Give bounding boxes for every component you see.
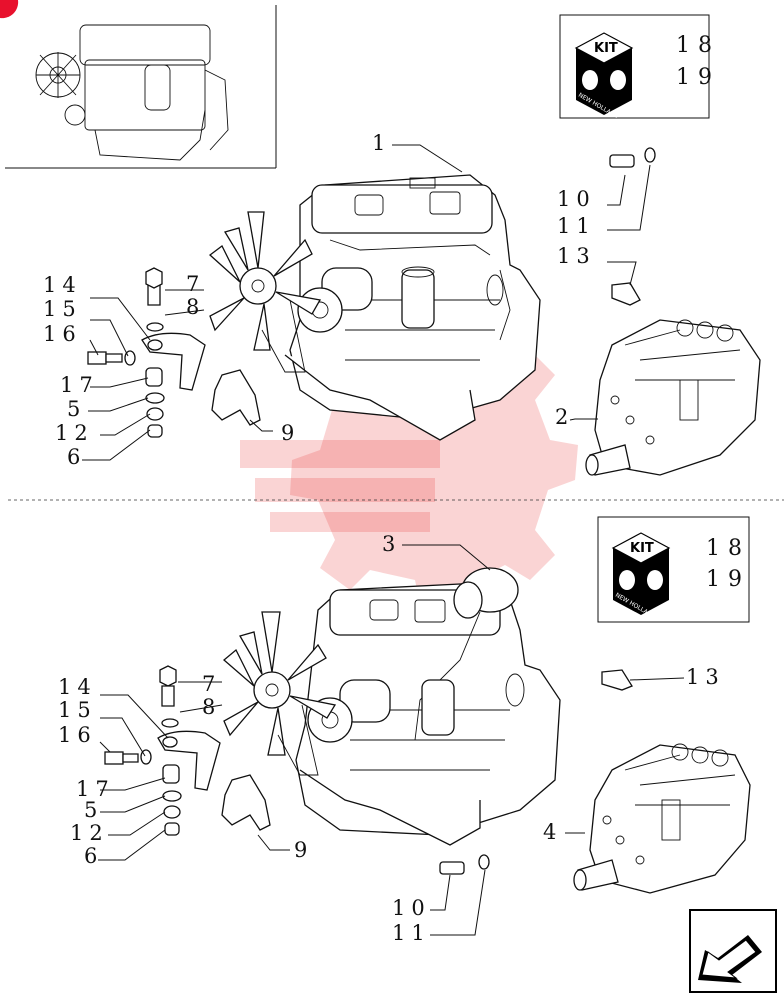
kit-cube-icon [574, 32, 634, 115]
callout-13: 13 [557, 244, 596, 268]
callout-13: 13 [686, 665, 725, 689]
callout-7: 7 [202, 672, 221, 696]
kit-box-top: KIT NEW HOLLAND 18 19 [559, 14, 720, 121]
thumbnail-frame [5, 5, 277, 169]
return-arrow-icon [698, 935, 762, 983]
cooling-fan-top [208, 211, 322, 373]
callout-1: 1 [372, 131, 391, 155]
small-parts-top [87, 147, 656, 438]
callout-9: 9 [294, 838, 313, 862]
callout-10: 10 [557, 187, 596, 211]
callout-2: 2 [555, 405, 574, 429]
corner-marker-icon [0, 0, 19, 19]
leader-lines-bottom [98, 544, 685, 936]
kit-label: KIT [594, 41, 618, 56]
kit-item-18: 18 [706, 536, 750, 561]
callout-14: 14 [43, 273, 82, 297]
engine-assembly-bottom [295, 567, 561, 846]
kit-label: KIT [630, 541, 654, 556]
engine-thumbnail [35, 24, 229, 161]
callout-17: 17 [76, 777, 115, 801]
engine-block-top [585, 319, 761, 476]
callout-6: 6 [84, 844, 103, 868]
callout-11: 11 [557, 214, 596, 238]
cooling-fan-bottom [222, 611, 337, 776]
callout-8: 8 [202, 695, 221, 719]
callout-15: 15 [58, 698, 97, 722]
kit-item-19: 19 [676, 65, 720, 90]
callout-14: 14 [58, 675, 97, 699]
kit-box-bottom: KIT NEW HOLLAND 18 19 [597, 516, 750, 623]
engine-block-bottom [573, 743, 751, 894]
callout-10: 10 [392, 896, 431, 920]
kit-item-18: 18 [676, 33, 720, 58]
callout-15: 15 [43, 297, 82, 321]
callout-3: 3 [382, 532, 401, 556]
callout-5: 5 [84, 798, 103, 822]
callout-11: 11 [392, 921, 431, 945]
callout-12: 12 [70, 821, 109, 845]
callout-16: 16 [43, 322, 82, 346]
callout-9: 9 [281, 421, 300, 445]
callout-6: 6 [67, 445, 86, 469]
kit-cube-icon [611, 532, 671, 615]
small-parts-bottom [104, 665, 633, 875]
callout-5: 5 [67, 397, 86, 421]
leader-lines-top [82, 144, 651, 461]
kit-item-19: 19 [706, 567, 750, 592]
callout-7: 7 [186, 272, 205, 296]
callout-17: 17 [60, 373, 99, 397]
callout-4: 4 [543, 820, 562, 844]
return-arrow-button[interactable] [689, 909, 777, 993]
callout-8: 8 [186, 295, 205, 319]
callout-16: 16 [58, 723, 97, 747]
callout-12: 12 [55, 421, 94, 445]
